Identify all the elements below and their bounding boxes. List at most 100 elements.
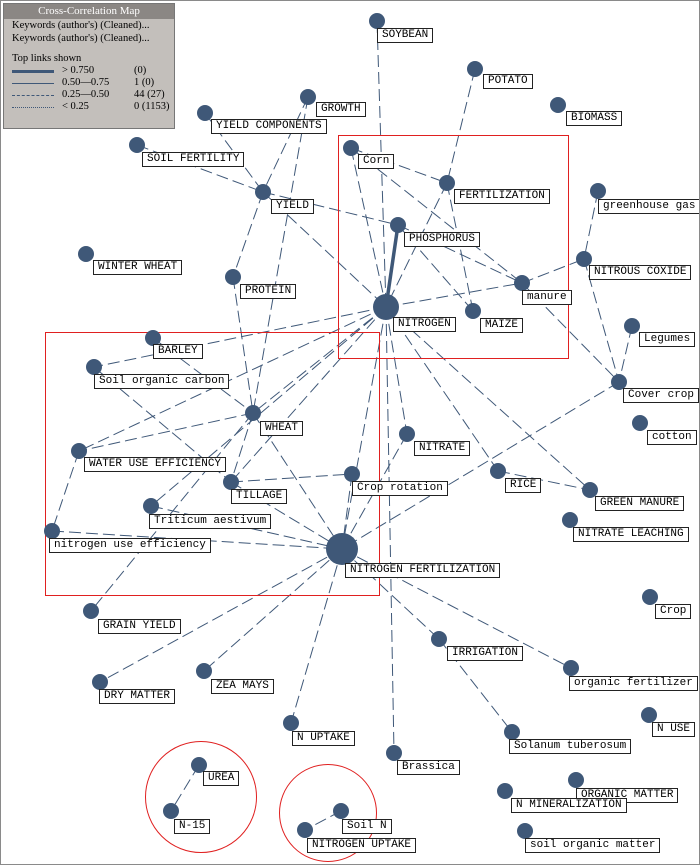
link-protein-wheat [232, 276, 254, 414]
node-yield[interactable] [255, 184, 271, 200]
node-label-irrigation: IRRIGATION [447, 646, 524, 661]
node-n-uptake[interactable] [283, 715, 299, 731]
node-soil-n[interactable] [333, 803, 349, 819]
node-solanum-tuberosum[interactable] [504, 724, 520, 740]
legend-heading: Top links shown [12, 53, 82, 64]
node-barley[interactable] [145, 330, 161, 346]
node-protein[interactable] [225, 269, 241, 285]
node-label-solanum-tuberosum: Solanum tuberosum [509, 739, 632, 754]
node-crop-rotation[interactable] [344, 466, 360, 482]
node-wheat[interactable] [245, 405, 261, 421]
node-potato[interactable] [467, 61, 483, 77]
node-label-soybean: SOYBEAN [377, 28, 434, 43]
node-label-n-mineralization: N MINERALIZATION [511, 798, 627, 813]
node-soil-fertility[interactable] [129, 137, 145, 153]
link-nitrogen_fertilization-zea_mays [203, 548, 343, 672]
link-manure-nitrous_oxide [521, 258, 585, 284]
link-potato-fertilization [446, 68, 476, 184]
link-wheat-grain_yield [90, 412, 254, 612]
node-biomass[interactable] [550, 97, 566, 113]
node-cotton[interactable] [632, 415, 648, 431]
node-manure[interactable] [514, 275, 530, 291]
node-legumes[interactable] [624, 318, 640, 334]
node-tillage[interactable] [223, 474, 239, 490]
node-irrigation[interactable] [431, 631, 447, 647]
node-label-nitrogen-use-efficiency: nitrogen use efficiency [49, 538, 211, 553]
link-phosphorus-nitrogen [384, 224, 400, 308]
link-corn-fertilization [350, 147, 448, 184]
node-soil-organic-matter[interactable] [517, 823, 533, 839]
node-label-crop: Crop [655, 604, 692, 619]
link-corn-nitrogen [350, 147, 387, 308]
node-organic-matter[interactable] [568, 772, 584, 788]
link-tillage-crop_rotation [230, 473, 353, 483]
node-label-soil-organic-carbon: Soil organic carbon [94, 374, 230, 389]
node-fertilization[interactable] [439, 175, 455, 191]
node-label-nitrogen-uptake: NITROGEN UPTAKE [307, 838, 417, 853]
node-growth[interactable] [300, 89, 316, 105]
node-grain-yield[interactable] [83, 603, 99, 619]
node-corn[interactable] [343, 140, 359, 156]
node-soybean[interactable] [369, 13, 385, 29]
legend-count: 44 (27) [134, 89, 165, 100]
highlight-box-nitrogen [338, 135, 569, 359]
legend-range: < 0.25 [62, 101, 89, 112]
node-nitrous-oxide[interactable] [576, 251, 592, 267]
node-soil-organic-carbon[interactable] [86, 359, 102, 375]
node-rice[interactable] [490, 463, 506, 479]
link-rice-green_manure [497, 470, 591, 491]
node-label-legumes: Legumes [639, 332, 696, 347]
node-phosphorus[interactable] [390, 217, 406, 233]
node-label-cover-crop: Cover crop [623, 388, 699, 403]
node-label-phosphorus: PHOSPHORUS [404, 232, 481, 247]
node-nitrate[interactable] [399, 426, 415, 442]
node-yield-components[interactable] [197, 105, 213, 121]
link-yield-protein [232, 191, 264, 278]
node-label-manure: manure [522, 290, 572, 305]
node-label-fertilization: FERTILIZATION [454, 189, 550, 204]
node-organic-fertilizer[interactable] [563, 660, 579, 676]
node-n-use[interactable] [641, 707, 657, 723]
node-crop[interactable] [642, 589, 658, 605]
node-water-use-efficiency[interactable] [71, 443, 87, 459]
node-nitrogen-use-efficiency[interactable] [44, 523, 60, 539]
node-n-mineralization[interactable] [497, 783, 513, 799]
node-label-nitrogen-fertilization: NITROGEN FERTILIZATION [345, 563, 501, 578]
link-yield-phosphorus [262, 191, 399, 226]
node-triticum-aestivum[interactable] [143, 498, 159, 514]
link-legumes-cover_crop [618, 325, 633, 383]
node-label-barley: BARLEY [153, 344, 203, 359]
link-nitrogen-nitrogen_fertilization [341, 306, 387, 550]
node-label-yield: YIELD [271, 199, 315, 214]
node-label-organic-fertilizer: organic fertilizer [569, 676, 698, 691]
node-zea-mays[interactable] [196, 663, 212, 679]
node-label-soil-fertility: SOIL FERTILITY [142, 152, 245, 167]
node-maize[interactable] [465, 303, 481, 319]
node-greenhouse-gas[interactable] [590, 183, 606, 199]
node-label-nitrogen: NITROGEN [393, 317, 456, 332]
node-cover-crop[interactable] [611, 374, 627, 390]
node-nitrogen[interactable] [373, 294, 399, 320]
node-dry-matter[interactable] [92, 674, 108, 690]
node-nitrogen-fertilization[interactable] [326, 533, 358, 565]
legend-row-dotted: < 0.25 0 (1153) [4, 101, 174, 113]
node-label-rice: RICE [505, 478, 542, 493]
node-green-manure[interactable] [582, 482, 598, 498]
node-label-green-manure: GREEN MANURE [595, 496, 685, 511]
node-label-nitrate: NITRATE [414, 441, 471, 456]
node-winter-wheat[interactable] [78, 246, 94, 262]
link-triticum_aestivum-nitrogen_fertilization [150, 505, 343, 550]
link-nitrogen-green_manure [385, 306, 591, 491]
link-nitrogen-wheat [252, 306, 387, 414]
node-brassica[interactable] [386, 745, 402, 761]
legend-swatch-dotted [12, 107, 54, 108]
link-wheat-tillage [230, 412, 254, 483]
node-nitrate-leaching[interactable] [562, 512, 578, 528]
node-nitrogen-uptake[interactable] [297, 822, 313, 838]
node-n15[interactable] [163, 803, 179, 819]
link-nitrogen-triticum_aestivum [150, 306, 387, 507]
link-growth-wheat [252, 96, 309, 414]
link-corn-manure [350, 147, 523, 284]
legend-row-dashed: 0.25—0.50 44 (27) [4, 89, 174, 101]
node-urea[interactable] [191, 757, 207, 773]
